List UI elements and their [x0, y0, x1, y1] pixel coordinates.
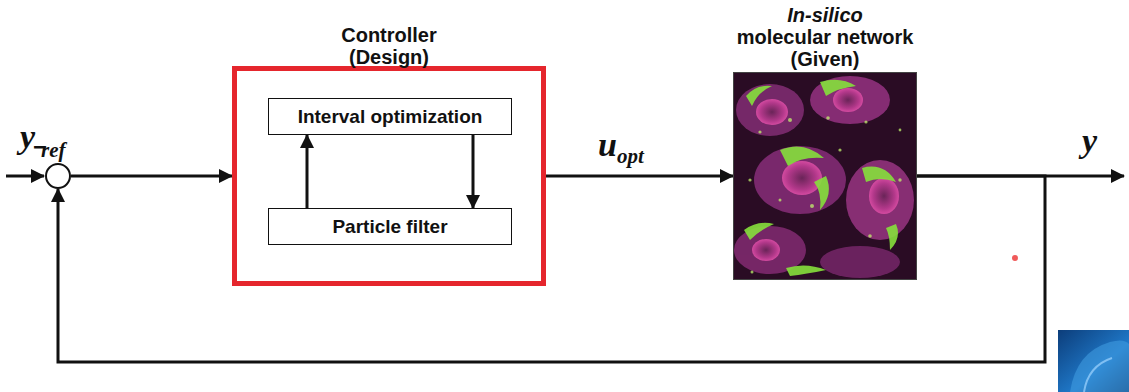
signal-arrow — [472, 135, 475, 208]
node-heading: molecular network (Given) — [725, 26, 925, 70]
heading-group: Controller (Design) — [197, 24, 581, 68]
signal-arrow — [306, 135, 309, 208]
input-arrow — [6, 175, 44, 178]
signal-name: y — [20, 120, 35, 154]
box-label: Interval optimization — [298, 106, 483, 128]
summing-junction: − — [45, 163, 71, 189]
box-label: Particle filter — [332, 216, 447, 238]
heading-group: In-silicomolecular network (Given) — [694, 4, 956, 70]
node-heading: In-silico — [725, 4, 925, 26]
plant-box: In-silicomolecular network (Given) — [733, 72, 917, 280]
signal-arrow — [71, 175, 232, 178]
signal-subscript: opt — [617, 146, 644, 167]
signal-name: y — [1082, 124, 1097, 158]
process-box: Particle filter — [268, 208, 512, 245]
node-heading: Controller (Design) — [324, 24, 454, 68]
red-dot — [1012, 255, 1018, 261]
signal-subscript: ref — [41, 140, 66, 161]
process-box: Interval optimization — [268, 98, 512, 135]
controller-box: Controller (Design)Interval optimization… — [232, 66, 546, 286]
signal-name: u — [598, 128, 617, 162]
signal-arrow — [546, 175, 733, 178]
cropped-picture — [1058, 330, 1129, 392]
signal-arrow — [58, 176, 1045, 362]
